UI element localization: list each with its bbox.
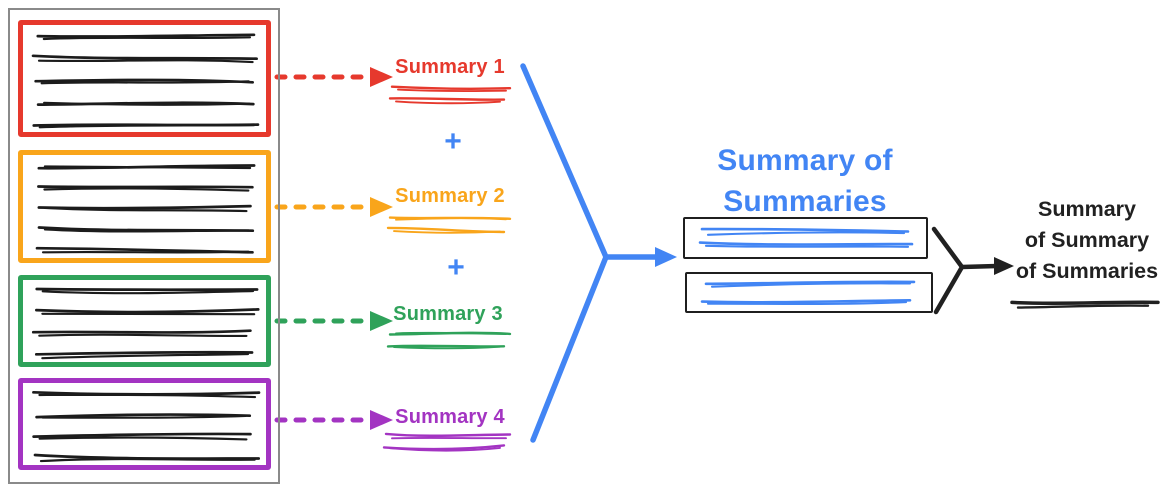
document-chunk-3-text-lines bbox=[31, 287, 260, 360]
summary-of-summaries-text-lines bbox=[698, 227, 916, 305]
summary-1-label: Summary 1 bbox=[395, 56, 505, 78]
summary-of-summaries-box-1 bbox=[683, 217, 928, 259]
summary-1-scribble bbox=[388, 85, 512, 105]
final-label-line-3: of Summaries bbox=[1015, 259, 1159, 283]
document-chunk-2-text-lines bbox=[35, 164, 256, 254]
final-summary-label: Summary of Summary of Summaries bbox=[1002, 194, 1170, 287]
summary-3-label: Summary 3 bbox=[393, 303, 503, 325]
source-document-box bbox=[8, 8, 280, 484]
final-summary-scribble bbox=[1010, 300, 1160, 309]
document-chunk-1-text-lines bbox=[31, 33, 260, 129]
title-line-1: Summary of bbox=[717, 144, 893, 177]
dashed-arrow-chunk-3 bbox=[274, 311, 393, 331]
dashed-arrow-chunk-2 bbox=[274, 197, 393, 217]
final-merge-arrow bbox=[931, 226, 1014, 315]
plus-icon-1: + bbox=[444, 125, 462, 158]
summary-4-label: Summary 4 bbox=[395, 406, 505, 428]
document-chunk-4-text-lines bbox=[32, 390, 261, 463]
summary-3-scribble bbox=[386, 331, 512, 350]
plus-icon-2: + bbox=[447, 251, 465, 284]
summary-2-label: Summary 2 bbox=[395, 185, 505, 207]
final-label-line-1: Summary bbox=[1038, 197, 1136, 221]
dashed-arrow-chunk-1 bbox=[274, 67, 393, 87]
document-chunk-3-box bbox=[18, 275, 271, 367]
final-label-line-2: of Summary bbox=[1024, 228, 1150, 252]
document-chunk-4-box bbox=[18, 378, 271, 470]
summary-of-summaries-box-2 bbox=[685, 272, 933, 313]
dashed-arrow-chunk-4 bbox=[274, 410, 393, 430]
document-chunk-1-box bbox=[18, 20, 271, 137]
title-line-2: Summaries bbox=[723, 185, 887, 218]
summary-2-scribble bbox=[386, 216, 512, 234]
summary-of-summaries-title: Summary of Summaries bbox=[676, 140, 934, 222]
merge-arrow bbox=[520, 63, 677, 443]
document-chunk-2-box bbox=[18, 150, 271, 263]
summary-4-scribble bbox=[382, 432, 512, 452]
